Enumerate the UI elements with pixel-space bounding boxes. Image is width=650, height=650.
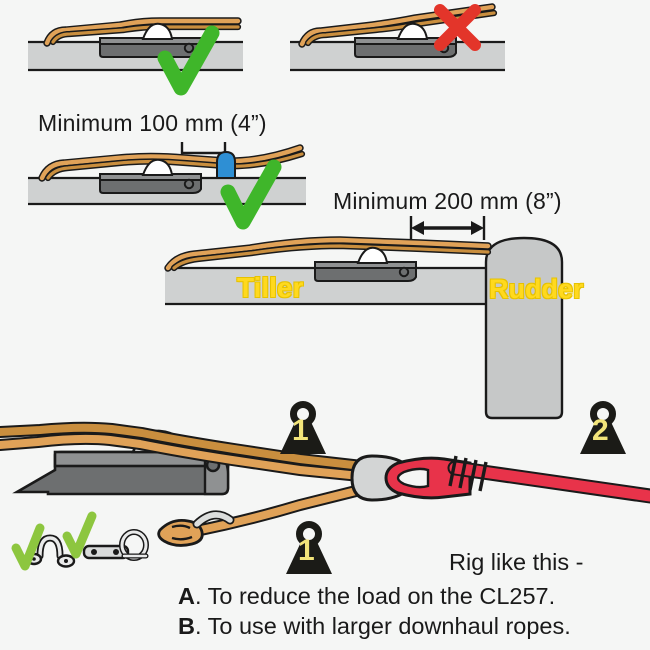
dimension-line-200mm <box>409 216 486 240</box>
caption-item-b-text: . To use with larger downhaul ropes. <box>194 613 571 639</box>
dimension-label-100mm: Minimum 100 mm (4”) <box>38 110 267 136</box>
panel-minimum-100mm <box>28 142 306 230</box>
caption-item-a-text: . To reduce the load on the CL257. <box>194 583 556 609</box>
weight-1-upper-label: 1 <box>292 414 309 447</box>
caption-item-b: B. To use with larger downhaul ropes. <box>178 613 571 640</box>
panel-incorrect-rope-angle <box>290 3 505 72</box>
panel-bottom-rigging <box>0 405 650 575</box>
panel-tiller-rudder <box>164 216 564 420</box>
weight-1-lower-label: 1 <box>298 534 315 567</box>
check-icon-strap-eye <box>62 511 97 559</box>
panel-correct-rope-angle <box>28 17 243 96</box>
caption-item-b-marker: B <box>178 613 195 639</box>
weight-2-label: 2 <box>592 414 609 447</box>
fairlead-post <box>216 150 236 179</box>
caption-item-a-marker: A <box>178 583 195 609</box>
cross-icon-top-right <box>434 4 481 51</box>
check-icon-saddle <box>11 523 45 571</box>
whipping-bands <box>448 455 488 492</box>
caption-heading: Rig like this - <box>449 549 584 575</box>
check-icon-top-left <box>157 25 220 96</box>
check-icon-middle <box>220 159 282 230</box>
dimension-label-200mm: Minimum 200 mm (8”) <box>333 188 562 214</box>
caption-item-a: A. To reduce the load on the CL257. <box>178 583 555 610</box>
rope-knot-and-shackle <box>157 510 235 547</box>
rudder-label: Rudder <box>489 274 584 304</box>
tiller-label: Tiller <box>237 272 304 303</box>
fitting-strap-eye <box>82 529 149 561</box>
